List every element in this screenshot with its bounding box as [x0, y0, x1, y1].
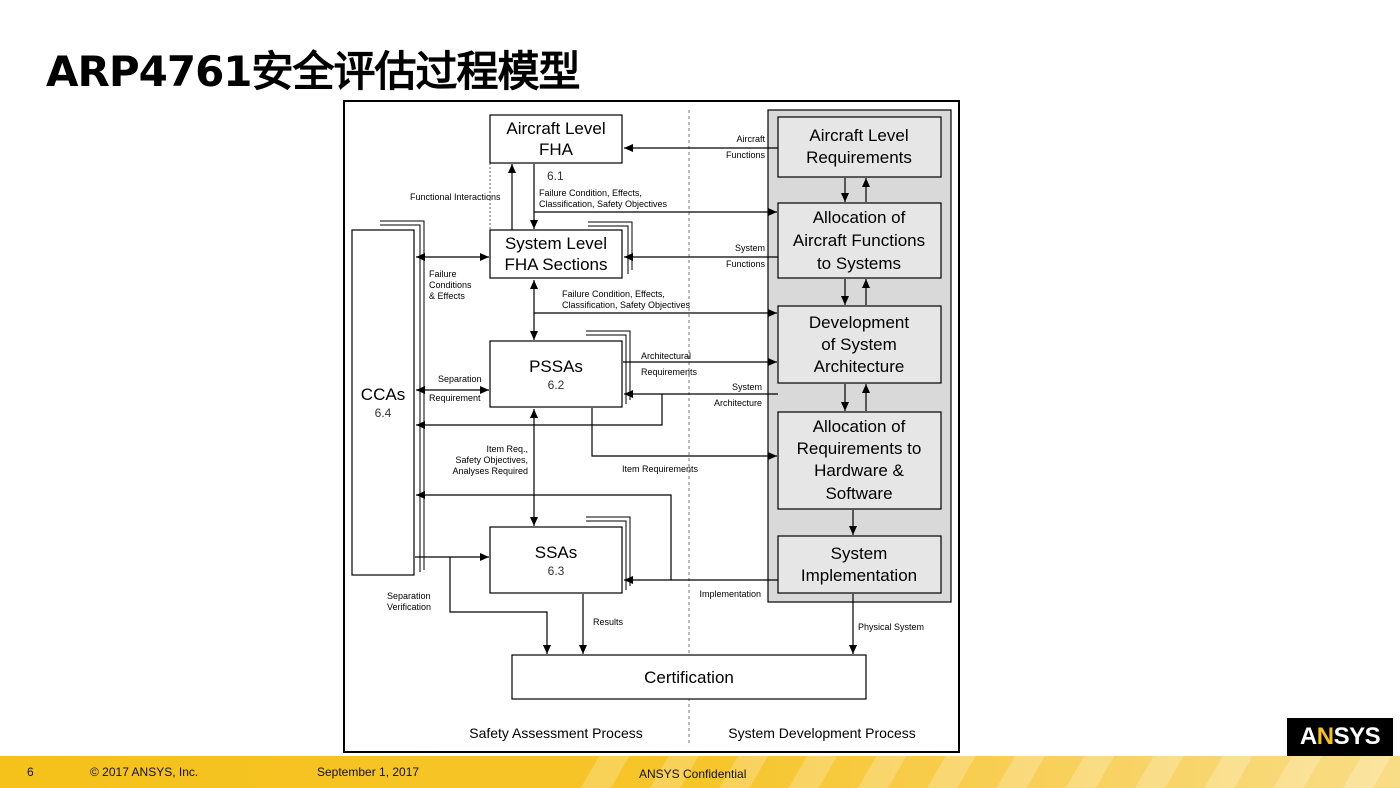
alloc-func-line3: to Systems	[817, 254, 901, 273]
aircraft-fha-line2: FHA	[539, 140, 574, 159]
label-requirement: Requirement	[429, 393, 481, 403]
aircraft-requirements-box: Aircraft Level Requirements	[777, 116, 942, 178]
system-fha-box: System Level FHA Sections	[489, 221, 633, 279]
label-functions-1: Functions	[726, 150, 766, 160]
label-requirements: Requirements	[641, 367, 698, 377]
label-conditions: Conditions	[429, 280, 472, 290]
label-safety-assessment-process: Safety Assessment Process	[469, 725, 643, 741]
allocation-requirements-box: Allocation of Requirements to Hardware &…	[777, 411, 942, 510]
ccas-number: 6.4	[375, 406, 392, 420]
pssas-box: PSSAs 6.2	[489, 330, 631, 408]
arp4761-diagram: Aircraft Level FHA 6.1 System Level FHA …	[343, 100, 960, 753]
arrow-separation-verification	[449, 557, 551, 654]
system-fha-line2: FHA Sections	[505, 255, 608, 274]
label-implementation: Implementation	[699, 589, 761, 599]
alloc-req-line4: Software	[825, 484, 892, 503]
label-functions-2: Functions	[726, 259, 766, 269]
aircraft-req-line2: Requirements	[806, 148, 912, 167]
development-architecture-box: Development of System Architecture	[777, 305, 942, 384]
alloc-req-line3: Hardware &	[814, 461, 904, 480]
page-number: 6	[27, 765, 34, 779]
label-separation: Separation	[438, 374, 482, 384]
pssas-number: 6.2	[548, 378, 565, 392]
footer-copyright: © 2017 ANSYS, Inc.	[90, 765, 199, 779]
label-system-2: System	[732, 382, 762, 392]
label-physical-system: Physical System	[858, 622, 924, 632]
alloc-func-line1: Allocation of	[813, 208, 906, 227]
label-fc-line2-a: Classification, Safety Objectives	[539, 199, 668, 209]
label-and-effects: & Effects	[429, 291, 465, 301]
label-functional-interactions: Functional Interactions	[410, 192, 501, 202]
label-failure: Failure	[429, 269, 457, 279]
certification-box: Certification	[511, 654, 867, 700]
label-analyses-required: Analyses Required	[452, 466, 528, 476]
arrow-ssas-to-ccas	[416, 491, 672, 580]
dev-arch-line3: Architecture	[814, 357, 905, 376]
label-item-requirements: Item Requirements	[622, 464, 699, 474]
ssas-box: SSAs 6.3	[489, 516, 631, 594]
label-architecture: Architecture	[714, 398, 762, 408]
dev-arch-line2: of System	[821, 335, 897, 354]
footer-stripes	[560, 756, 1400, 788]
ccas-label: CCAs	[361, 385, 405, 404]
label-architectural: Architectural	[641, 351, 691, 361]
sys-impl-line1: System	[831, 544, 888, 563]
footer-confidential: ANSYS Confidential	[639, 767, 747, 781]
sys-impl-line2: Implementation	[801, 566, 917, 585]
label-results: Results	[593, 617, 624, 627]
ssas-number: 6.3	[548, 564, 565, 578]
ssas-label: SSAs	[535, 543, 578, 562]
alloc-req-line2: Requirements to	[797, 439, 922, 458]
system-implementation-box: System Implementation	[777, 535, 942, 594]
label-fc-line1-b: Failure Condition, Effects,	[562, 289, 665, 299]
slide-title: ARP4761安全评估过程模型	[46, 47, 581, 96]
certification-label: Certification	[644, 668, 734, 687]
label-system-development-process: System Development Process	[728, 725, 916, 741]
label-verification: Verification	[387, 602, 431, 612]
ccas-box: CCAs 6.4	[351, 220, 425, 576]
pssas-label: PSSAs	[529, 357, 583, 376]
label-safety-objectives: Safety Objectives,	[455, 455, 528, 465]
label-separation-2: Separation	[387, 591, 431, 601]
allocation-functions-box: Allocation of Aircraft Functions to Syst…	[777, 202, 942, 279]
footer-bar: 6 © 2017 ANSYS, Inc. September 1, 2017 A…	[0, 756, 1400, 788]
label-fc-line1-a: Failure Condition, Effects,	[539, 188, 642, 198]
alloc-func-line2: Aircraft Functions	[793, 231, 925, 250]
dev-arch-line1: Development	[809, 313, 909, 332]
aircraft-req-line1: Aircraft Level	[809, 126, 908, 145]
aircraft-fha-box: Aircraft Level FHA 6.1	[489, 114, 623, 183]
aircraft-fha-line1: Aircraft Level	[506, 119, 605, 138]
arrow-item-requirements	[591, 408, 777, 460]
footer-date: September 1, 2017	[317, 765, 420, 779]
label-aircraft: Aircraft	[736, 134, 765, 144]
label-system-1: System	[735, 243, 765, 253]
system-fha-line1: System Level	[505, 234, 607, 253]
alloc-req-line1: Allocation of	[813, 417, 906, 436]
arrow-architecture-to-ccas	[416, 394, 663, 429]
label-fc-line2-b: Classification, Safety Objectives	[562, 300, 691, 310]
label-item-req: Item Req.,	[486, 444, 528, 454]
aircraft-fha-number: 6.1	[547, 169, 564, 183]
